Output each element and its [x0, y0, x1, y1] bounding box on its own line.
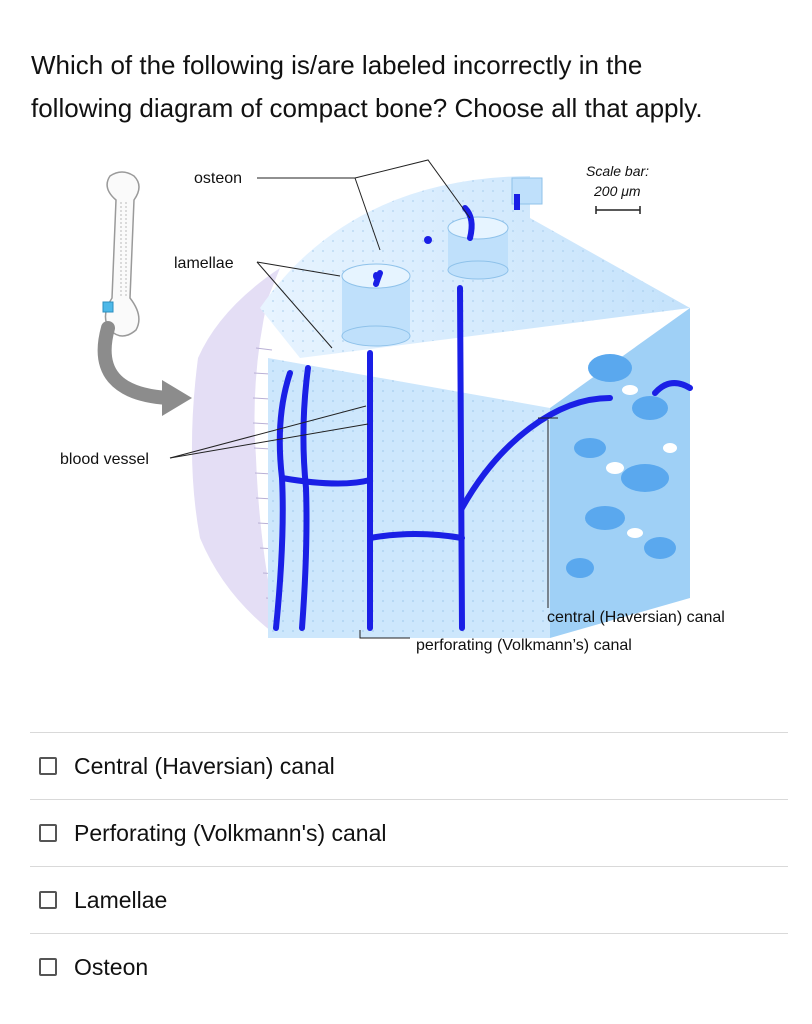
option-label: Lamellae	[74, 886, 168, 913]
checkbox[interactable]	[39, 958, 57, 976]
blood-vessels	[273, 205, 693, 631]
checkbox[interactable]	[39, 757, 57, 775]
spongy-pores	[606, 385, 677, 538]
question-text: Which of the following is/are labeled in…	[31, 44, 791, 130]
scale-bar: Scale bar: 200 μm	[586, 163, 649, 214]
label-lamellae: lamellae	[174, 255, 234, 272]
periosteum	[191, 268, 280, 638]
diagram-svg: Scale bar: 200 μm osteon lamellae blood …	[60, 159, 725, 654]
long-bone-inset	[102, 171, 140, 337]
scale-value: 200 μm	[593, 183, 641, 199]
option-label: Osteon	[74, 953, 149, 980]
canal-opening	[424, 236, 432, 244]
osteon-cylinder-2	[447, 216, 509, 280]
label-central-canal: central (Haversian) canal	[547, 609, 725, 626]
leader-lines	[169, 159, 558, 639]
option-label: Perforating (Volkmann's) canal	[74, 819, 387, 846]
spongy-bone	[566, 354, 676, 578]
option-perforating-canal[interactable]: Perforating (Volkmann's) canal	[30, 799, 788, 866]
checkbox[interactable]	[39, 891, 57, 909]
scale-title: Scale bar:	[586, 163, 649, 179]
option-osteon[interactable]: Osteon	[30, 933, 788, 1000]
checkbox[interactable]	[39, 824, 57, 842]
question-line-2: following diagram of compact bone? Choos…	[31, 93, 703, 123]
label-osteon: osteon	[194, 170, 242, 187]
option-lamellae[interactable]: Lamellae	[30, 866, 788, 933]
question-line-1: Which of the following is/are labeled in…	[31, 50, 643, 80]
answer-options: Central (Haversian) canal Perforating (V…	[30, 732, 788, 1000]
label-perforating-canal: perforating (Volkmann’s) canal	[416, 637, 632, 654]
inset-marker	[102, 301, 114, 313]
label-blood-vessel: blood vessel	[60, 451, 149, 468]
zoom-arrow	[97, 321, 192, 416]
option-central-canal[interactable]: Central (Haversian) canal	[30, 732, 788, 799]
compact-bone-diagram: Scale bar: 200 μm osteon lamellae blood …	[50, 158, 770, 658]
option-label: Central (Haversian) canal	[74, 752, 335, 779]
small-block	[511, 177, 543, 210]
